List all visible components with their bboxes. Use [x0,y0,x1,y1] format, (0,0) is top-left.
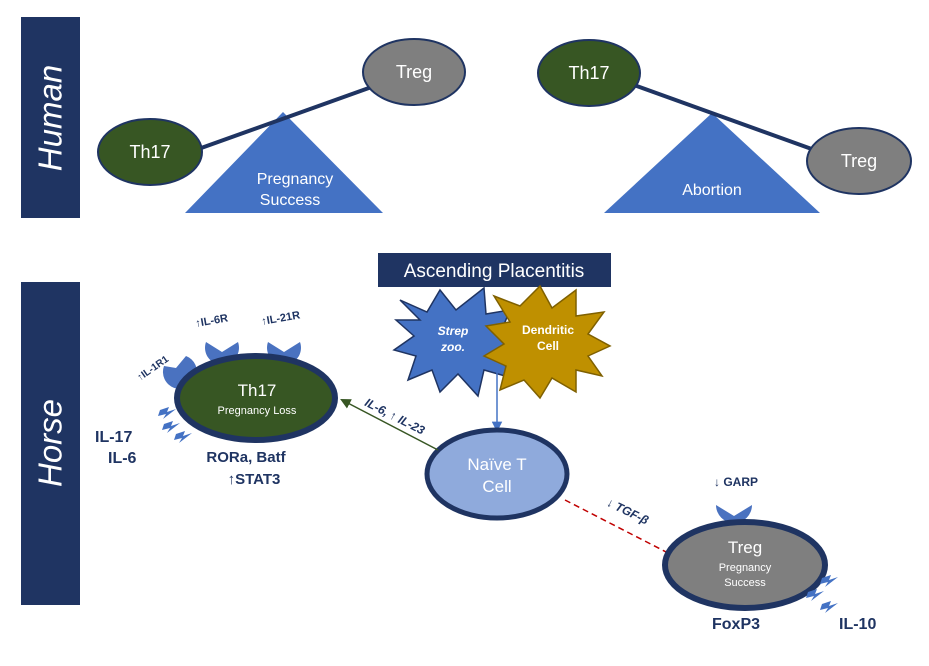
horse-th17-cell [174,353,338,443]
pregnancy-success-label-line2: Success [260,192,320,209]
human-th17-cell-right [537,39,641,107]
human-side-bar [21,17,80,218]
strep-label-line1: Strep [438,324,469,338]
strep-label-line2: zoo. [440,340,465,354]
horse-treg-label: Treg [728,538,762,557]
foxp3-label: FoxP3 [712,616,760,633]
pregnancy-success-label-line1: Pregnancy [257,171,334,188]
garp-receptor [716,505,752,523]
differentiation-line-treg [564,499,673,556]
il-10-label: IL-10 [839,616,876,633]
horse-treg-subtitle-line2: Success [724,577,766,589]
human-treg-label-left: Treg [396,62,432,82]
dendritic-label-line1: Dendritic [522,323,574,337]
differentiation-arrow-th17 [340,399,439,451]
abortion-label: Abortion [682,182,742,199]
human-section: Human Th17 Treg Pregnancy Success Th17 T… [21,17,912,218]
human-th17-label-right: Th17 [568,63,609,83]
rora-batf-label: RORa, Batf [206,449,286,466]
horse-side-bar [21,282,80,605]
il-6r-label: ↑IL-6R [194,312,229,330]
naive-t-cell [424,427,570,521]
treg-arrow-label: ↓ TGF-β [605,495,652,527]
il-6-label: IL-6 [108,450,137,467]
il-21r-label: ↑IL-21R [260,309,301,328]
balance-beam-left [189,82,381,154]
strep-zoo-starburst [392,286,522,398]
ascending-placentitis-title: Ascending Placentitis [404,261,585,282]
horse-treg-subtitle-line1: Pregnancy [719,562,772,574]
horse-th17-label: Th17 [238,381,277,400]
abortion-triangle [604,113,820,213]
human-treg-cell-right [806,127,912,195]
human-treg-cell-left [362,38,466,106]
stat3-label: ↑STAT3 [228,471,281,488]
horse-treg-cell [662,519,828,611]
ascending-placentitis-banner [378,253,611,287]
human-treg-label-right: Treg [841,151,877,171]
naive-t-label-line1: Naïve T [467,455,526,474]
human-th17-label-left: Th17 [129,142,170,162]
human-th17-cell-left [97,118,203,186]
pregnancy-success-triangle [185,112,383,213]
human-pregnancy-success-balance: Th17 Treg Pregnancy Success [97,38,466,213]
human-abortion-balance: Th17 Treg Abortion [537,39,912,213]
dendritic-cell-starburst [482,284,612,400]
horse-section: Horse Ascending Placentitis Strep zoo. D… [21,253,876,633]
naive-t-label-line2: Cell [482,477,511,496]
human-section-label: Human [32,65,69,171]
balance-beam-right [619,78,821,154]
dendritic-label-line2: Cell [537,339,559,353]
il-17-label: IL-17 [95,429,132,446]
horse-section-label: Horse [32,399,69,487]
horse-th17-subtitle: Pregnancy Loss [218,405,297,417]
garp-label: ↓ GARP [714,475,758,489]
